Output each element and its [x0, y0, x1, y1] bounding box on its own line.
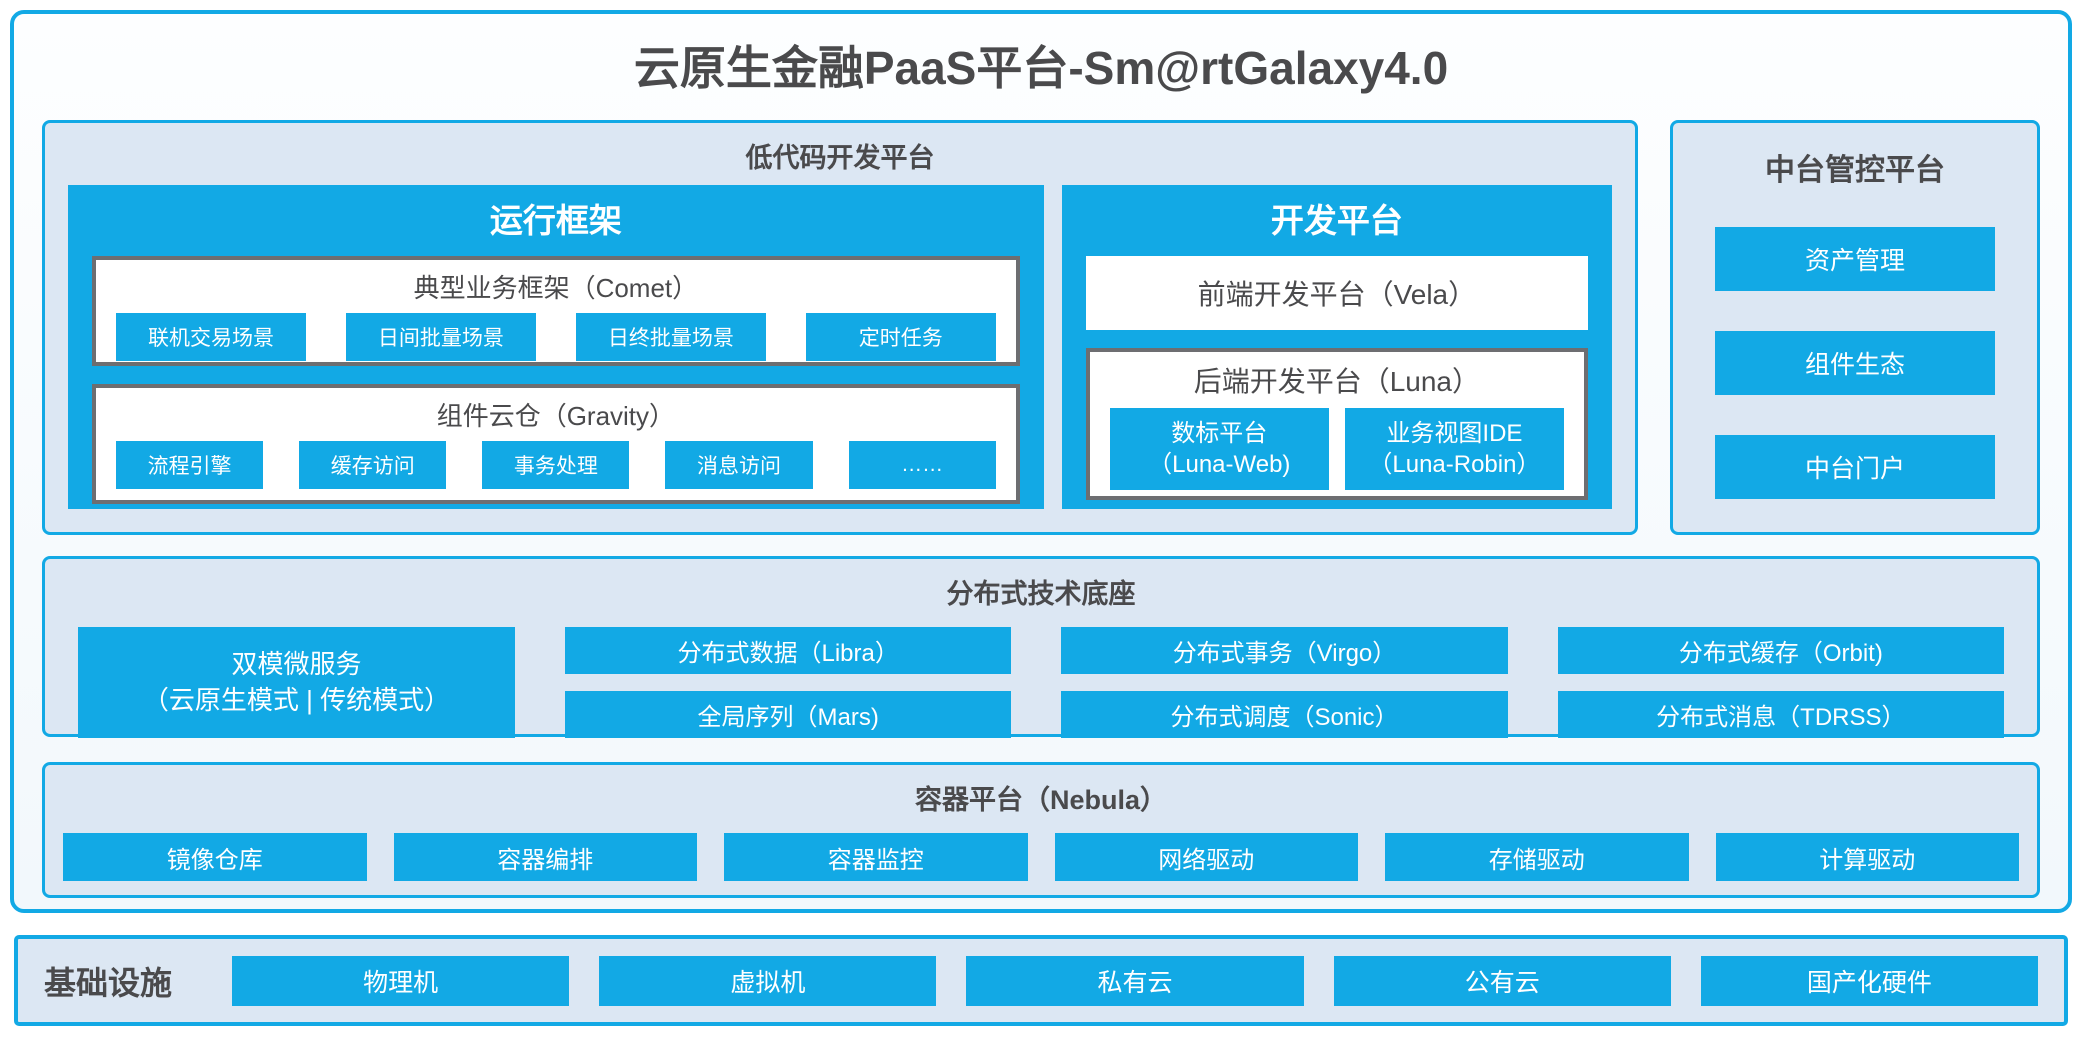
low-code-platform-title: 低代码开发平台 [745, 143, 935, 173]
luna-item-robin: 业务视图IDE （Luna-Robin） [1344, 408, 1564, 490]
luna-item-line1: 业务视图IDE [1386, 419, 1523, 447]
main-container: 云原生金融PaaS平台-Sm@rtGalaxy4.0 低代码开发平台 运行框架 … [10, 10, 2072, 913]
comet-item: 日间批量场景 [345, 313, 536, 361]
section-distributed-base: 分布式技术底座 双模微服务 （云原生模式 | 传统模式） 分布式数据（Libra… [42, 556, 2040, 738]
container-item: 容器监控 [724, 833, 1028, 881]
infrastructure-item: 私有云 [966, 955, 1304, 1006]
gravity-item-ellipsis: …… [848, 441, 996, 489]
distributed-grid: 双模微服务 （云原生模式 | 传统模式） 分布式数据（Libra） 分布式事务（… [78, 627, 2004, 738]
section-low-code-platform: 低代码开发平台 运行框架 典型业务框架（Comet） 联机交易场景 日间批量场景… [42, 120, 1638, 535]
gravity-item: 缓存访问 [299, 441, 447, 489]
luna-items-row: 数标平台 （Luna-Web) 业务视图IDE （Luna-Robin） [1109, 408, 1564, 490]
container-platform-items: 镜像仓库 容器编排 容器监控 网络驱动 存储驱动 计算驱动 [63, 833, 2019, 881]
infrastructure-items: 物理机 虚拟机 私有云 公有云 国产化硬件 [232, 955, 2039, 1006]
container-item: 存储驱动 [1385, 833, 1689, 881]
dual-mode-line2: （云原生模式 | 传统模式） [142, 684, 451, 715]
comet-title: 典型业务框架（Comet） [413, 273, 699, 303]
container-platform-title: 容器平台（Nebula） [914, 785, 1168, 815]
gravity-item: 事务处理 [482, 441, 630, 489]
low-code-platform-body: 运行框架 典型业务框架（Comet） 联机交易场景 日间批量场景 日终批量场景 … [45, 185, 1635, 509]
dual-mode-microservice: 双模微服务 （云原生模式 | 传统模式） [78, 627, 515, 738]
comet-item: 定时任务 [805, 313, 996, 361]
gravity-items-row: 流程引擎 缓存访问 事务处理 消息访问 …… [116, 441, 996, 489]
section-mid-platform: 中台管控平台 资产管理 组件生态 中台门户 [1670, 120, 2040, 535]
gravity-item: 消息访问 [665, 441, 813, 489]
comet-items-row: 联机交易场景 日间批量场景 日终批量场景 定时任务 [116, 313, 996, 361]
comet-item: 联机交易场景 [116, 313, 306, 361]
distributed-item: 全局序列（Mars) [565, 691, 1012, 738]
distributed-item: 分布式事务（Virgo） [1061, 627, 1508, 674]
luna-item-line1: 数标平台 [1171, 419, 1268, 447]
container-item: 网络驱动 [1054, 833, 1358, 881]
distributed-item: 分布式缓存（Orbit) [1557, 627, 2004, 674]
box-gravity: 组件云仓（Gravity） 流程引擎 缓存访问 事务处理 消息访问 …… [92, 384, 1020, 504]
dev-platform-title: 开发平台 [1270, 202, 1403, 239]
luna-title: 后端开发平台（Luna） [1193, 366, 1480, 397]
section-infrastructure: 基础设施 物理机 虚拟机 私有云 公有云 国产化硬件 [14, 935, 2068, 1026]
container-item: 镜像仓库 [63, 833, 367, 881]
runtime-framework-title: 运行框架 [489, 202, 622, 239]
infrastructure-item: 虚拟机 [599, 955, 937, 1006]
box-vela: 前端开发平台（Vela） [1085, 256, 1588, 330]
gravity-item: 流程引擎 [116, 441, 264, 489]
distributed-item: 分布式消息（TDRSS） [1557, 691, 2004, 738]
luna-item-web: 数标平台 （Luna-Web) [1109, 408, 1329, 490]
infrastructure-item: 公有云 [1333, 955, 1671, 1006]
box-luna: 后端开发平台（Luna） 数标平台 （Luna-Web) 业务视图IDE （Lu… [1085, 348, 1588, 500]
box-comet: 典型业务框架（Comet） 联机交易场景 日间批量场景 日终批量场景 定时任务 [92, 256, 1020, 366]
infrastructure-title: 基础设施 [44, 964, 173, 1001]
container-item: 容器编排 [393, 833, 697, 881]
gravity-title: 组件云仓（Gravity） [436, 401, 676, 431]
distributed-base-title: 分布式技术底座 [946, 579, 1136, 609]
infrastructure-item: 物理机 [232, 955, 570, 1006]
panel-dev-platform: 开发平台 前端开发平台（Vela） 后端开发平台（Luna） 数标平台 （Lun… [1061, 185, 1612, 509]
luna-item-line2: （Luna-Web) [1148, 451, 1291, 478]
container-item: 计算驱动 [1715, 833, 2019, 881]
mid-platform-item: 中台门户 [1715, 435, 1995, 499]
dual-mode-line1: 双模微服务 [231, 649, 362, 680]
infrastructure-item: 国产化硬件 [1700, 955, 2039, 1006]
mid-platform-title: 中台管控平台 [1765, 154, 1945, 187]
mid-platform-items: 资产管理 组件生态 中台门户 [1715, 227, 1995, 499]
panel-runtime-framework: 运行框架 典型业务框架（Comet） 联机交易场景 日间批量场景 日终批量场景 … [68, 185, 1044, 509]
section-container-platform: 容器平台（Nebula） 镜像仓库 容器编排 容器监控 网络驱动 存储驱动 计算… [42, 762, 2040, 898]
comet-item: 日终批量场景 [575, 313, 766, 361]
mid-platform-item: 资产管理 [1715, 227, 1995, 291]
distributed-item: 分布式数据（Libra） [565, 627, 1012, 674]
page-title: 云原生金融PaaS平台-Sm@rtGalaxy4.0 [633, 42, 1449, 94]
top-row: 低代码开发平台 运行框架 典型业务框架（Comet） 联机交易场景 日间批量场景… [42, 120, 2040, 535]
luna-item-line2: （Luna-Robin） [1368, 451, 1541, 478]
distributed-item: 分布式调度（Sonic） [1061, 691, 1508, 738]
mid-platform-item: 组件生态 [1715, 331, 1995, 395]
